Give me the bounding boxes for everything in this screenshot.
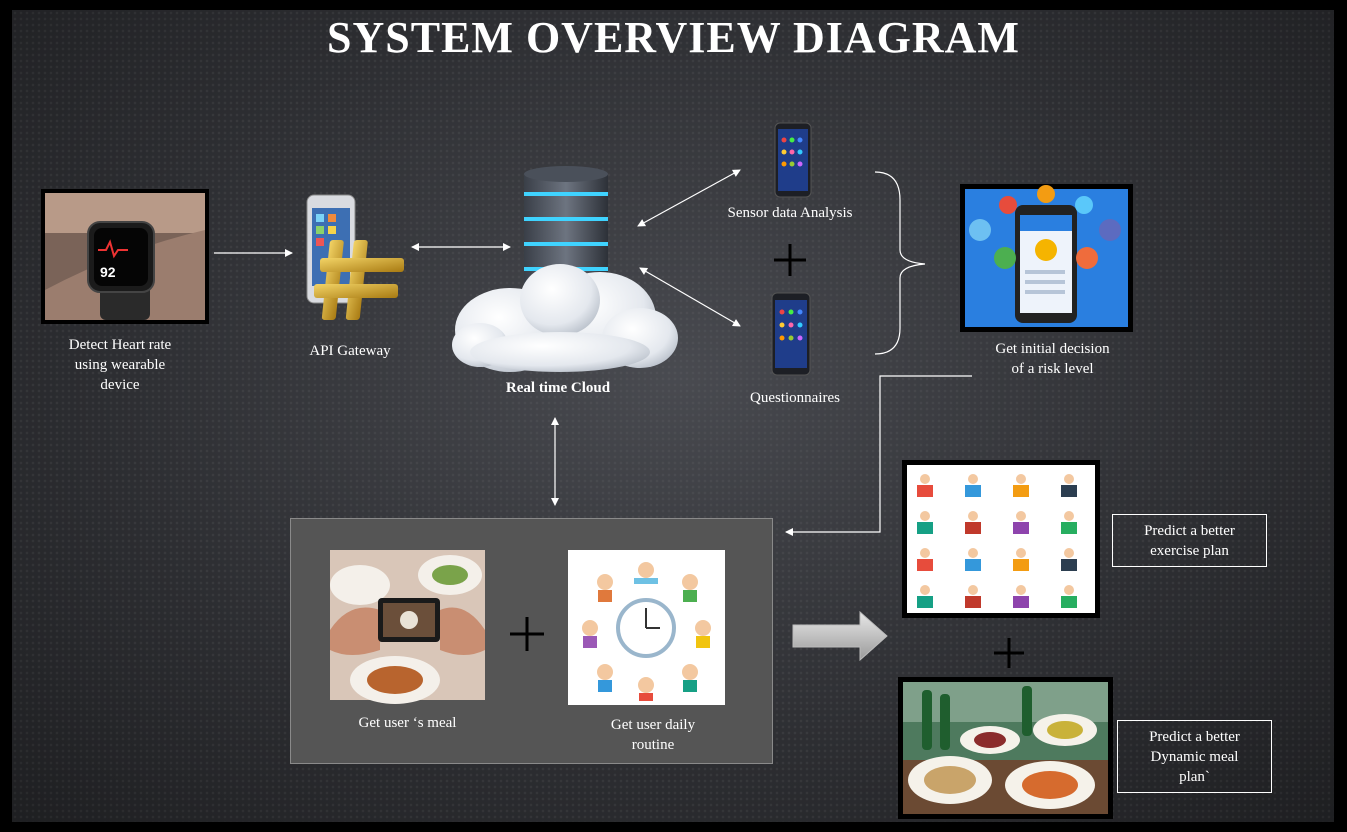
meal-plan-line-3: plan`	[1179, 768, 1210, 785]
exercise-figure-body	[1013, 559, 1029, 571]
exercise-figure-head	[920, 511, 930, 521]
exercise-figure-head	[1064, 585, 1074, 595]
meal-plan-line-2: Dynamic meal	[1150, 748, 1239, 765]
label-wearable: Detect Heart rate using wearable device	[40, 335, 200, 395]
exercise-figure-body	[917, 596, 933, 608]
exercise-figure-head	[1016, 548, 1026, 558]
meal-plan-image	[898, 677, 1113, 819]
exercise-figure-body	[965, 596, 981, 608]
daily-routine-image	[568, 550, 725, 705]
exercise-plan-line-1: Predict a better	[1144, 522, 1235, 539]
exercise-figure-body	[965, 485, 981, 497]
questionnaire-phone-icon	[771, 292, 811, 376]
api-gateway-icon	[306, 194, 404, 320]
exercise-figure-body	[1013, 596, 1029, 608]
diagram-title: SYSTEM OVERVIEW DIAGRAM	[327, 13, 1020, 62]
label-questionnaires: Questionnaires	[750, 390, 840, 406]
exercise-figure-body	[917, 485, 933, 497]
exercise-figure-body	[1061, 522, 1077, 534]
exercise-figure-body	[1013, 522, 1029, 534]
wearable-watch-image: 92	[41, 189, 209, 324]
connector-arrows	[214, 169, 972, 536]
exercise-figure-head	[1016, 474, 1026, 484]
label-wearable-line-3: device	[100, 377, 140, 393]
exercise-plan-image	[902, 460, 1100, 618]
exercise-figure-head	[968, 548, 978, 558]
exercise-plan-line-2: exercise plan	[1150, 542, 1229, 559]
watch-heart-rate-value: 92	[100, 264, 116, 280]
label-daily-routine-line-2: routine	[631, 737, 675, 753]
diagram-background	[12, 10, 1334, 822]
arrow-risk-to-panel	[785, 375, 972, 536]
exercise-figure-head	[1064, 474, 1074, 484]
exercise-plan-box: Predict a better exercise plan	[1112, 514, 1267, 567]
exercise-figure-head	[1016, 511, 1026, 521]
exercise-figure-head	[968, 585, 978, 595]
label-risk-level: Get initial decision of a risk level	[970, 339, 1135, 379]
exercise-figure-head	[920, 474, 930, 484]
user-meal-photo	[330, 550, 485, 704]
exercise-figure-head	[1064, 548, 1074, 558]
exercise-figure-head	[1064, 511, 1074, 521]
arrow-cloud-sensor	[637, 169, 741, 227]
label-daily-routine-line-1: Get user daily	[610, 717, 696, 733]
label-daily-routine: Get user daily routine	[568, 715, 738, 755]
exercise-figure-head	[968, 474, 978, 484]
exercise-figure-body	[965, 522, 981, 534]
exercise-figure-body	[1061, 559, 1077, 571]
cloud-database-icon	[452, 166, 678, 372]
label-api-gateway: API Gateway	[309, 343, 391, 359]
label-cloud: Real time Cloud	[505, 380, 611, 396]
exercise-figure-body	[1061, 485, 1077, 497]
block-arrow-to-predictions	[792, 610, 888, 662]
exercise-figure-body	[917, 522, 933, 534]
label-user-meal: Get user ‘s meal	[358, 715, 457, 731]
label-wearable-line-1: Detect Heart rate	[68, 337, 172, 353]
plus-signs	[510, 244, 1024, 668]
label-sensor-analysis: Sensor data Analysis	[727, 205, 853, 221]
label-risk-level-line-2: of a risk level	[1011, 361, 1094, 377]
meal-plan-line-1: Predict a better	[1149, 728, 1240, 745]
exercise-figure-body	[1013, 485, 1029, 497]
label-risk-level-line-1: Get initial decision	[995, 341, 1110, 357]
exercise-figure-head	[920, 548, 930, 558]
exercise-figure-body	[965, 559, 981, 571]
risk-level-app-image	[960, 184, 1133, 332]
sensor-phone-icon	[774, 122, 812, 198]
label-wearable-line-2: using wearable	[74, 357, 166, 373]
exercise-figure-head	[920, 585, 930, 595]
exercise-figure-body	[1061, 596, 1077, 608]
brace-inputs	[874, 171, 926, 355]
meal-plan-box: Predict a better Dynamic meal plan`	[1117, 720, 1272, 793]
exercise-figure-head	[968, 511, 978, 521]
exercise-figure-body	[917, 559, 933, 571]
arrow-cloud-questionnaire	[639, 267, 741, 327]
exercise-figure-head	[1016, 585, 1026, 595]
